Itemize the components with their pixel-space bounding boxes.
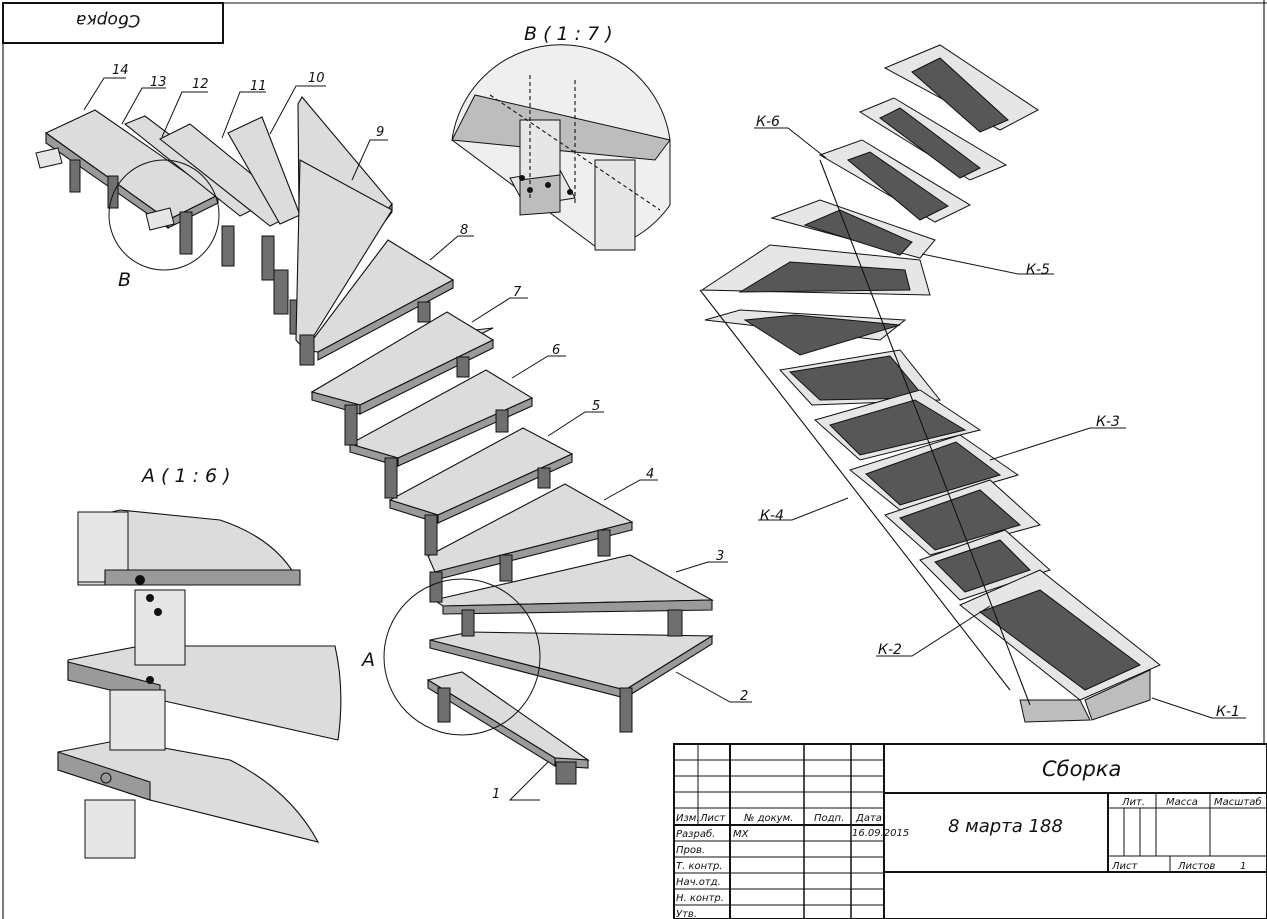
tb-developer: МХ <box>733 829 750 840</box>
frame-stair-view <box>699 44 1161 723</box>
step-label-2: 2 <box>740 689 748 704</box>
tb-header-sign: Подп. <box>814 813 844 824</box>
step-label-7: 7 <box>513 285 522 300</box>
tb-header-izm: Изм. <box>676 813 700 824</box>
frame-leaders <box>754 127 1246 719</box>
step-labels: 1 2 3 4 5 6 7 8 9 10 11 12 13 14 <box>112 63 748 802</box>
tb-header-list: Лист <box>699 813 727 824</box>
step-label-13: 13 <box>150 75 167 90</box>
step-label-12: 12 <box>192 77 209 92</box>
callout-a-letter: A <box>360 649 375 671</box>
frame-label-k6: К-6 <box>756 114 780 130</box>
tb-scale-label: Масштаб <box>1214 796 1262 808</box>
callout-circle-b <box>108 159 220 271</box>
step-label-1: 1 <box>492 787 500 802</box>
tb-sheet-label: Лист <box>1111 861 1139 872</box>
step-label-9: 9 <box>376 125 384 140</box>
tb-lit-label: Лит. <box>1121 797 1145 808</box>
tb-header-date: Дата <box>855 813 882 824</box>
callout-circle-a <box>383 578 541 736</box>
detail-b-view <box>451 44 671 251</box>
step-label-6: 6 <box>552 343 560 358</box>
frame-label-k4: К-4 <box>760 508 784 524</box>
frame-labels: К-1 К-2 К-3 К-4 К-5 К-6 <box>756 114 1240 720</box>
main-stair-view <box>295 159 715 785</box>
tb-row-razrab: Разраб. <box>676 828 715 840</box>
frame-label-k5: К-5 <box>1026 262 1050 278</box>
tb-sheets-value: 1 <box>1240 861 1246 872</box>
tb-date-value: 16.09.2015 <box>852 828 909 839</box>
tb-sheets-label: Листов <box>1177 861 1215 872</box>
tb-title: Сборка <box>1042 757 1121 781</box>
frame-label-k1: К-1 <box>1216 704 1240 720</box>
tb-header-doc: № докум. <box>743 813 793 824</box>
tb-row-nachotd: Нач.отд. <box>676 877 721 888</box>
detail-a-view <box>57 509 342 859</box>
step-label-14: 14 <box>112 63 129 78</box>
step-label-8: 8 <box>460 223 468 238</box>
tb-row-prov: Пров. <box>676 845 705 856</box>
tb-mass-label: Масса <box>1166 797 1198 808</box>
step-label-11: 11 <box>250 79 267 94</box>
step-label-3: 3 <box>716 549 724 564</box>
frame-label-k3: К-3 <box>1096 414 1120 430</box>
view-a-title: A ( 1 : 6 ) <box>140 465 231 487</box>
view-b-title: B ( 1 : 7 ) <box>524 23 613 45</box>
corner-stamp: Сборка <box>2 2 224 44</box>
tb-row-tkontr: Т. контр. <box>676 861 723 872</box>
tb-row-nkontr: Н. контр. <box>676 893 724 904</box>
step-label-10: 10 <box>308 71 325 86</box>
step-label-5: 5 <box>592 399 600 414</box>
title-block: Изм. Лист № докум. Подп. Дата Разраб. Пр… <box>673 743 1267 919</box>
step-leaders <box>83 77 752 801</box>
callout-b-letter: B <box>118 269 131 291</box>
frame-label-k2: К-2 <box>878 642 902 658</box>
step-label-4: 4 <box>646 467 654 482</box>
tb-row-utv: Утв. <box>676 909 697 919</box>
tb-designation: 8 марта 188 <box>948 816 1063 837</box>
